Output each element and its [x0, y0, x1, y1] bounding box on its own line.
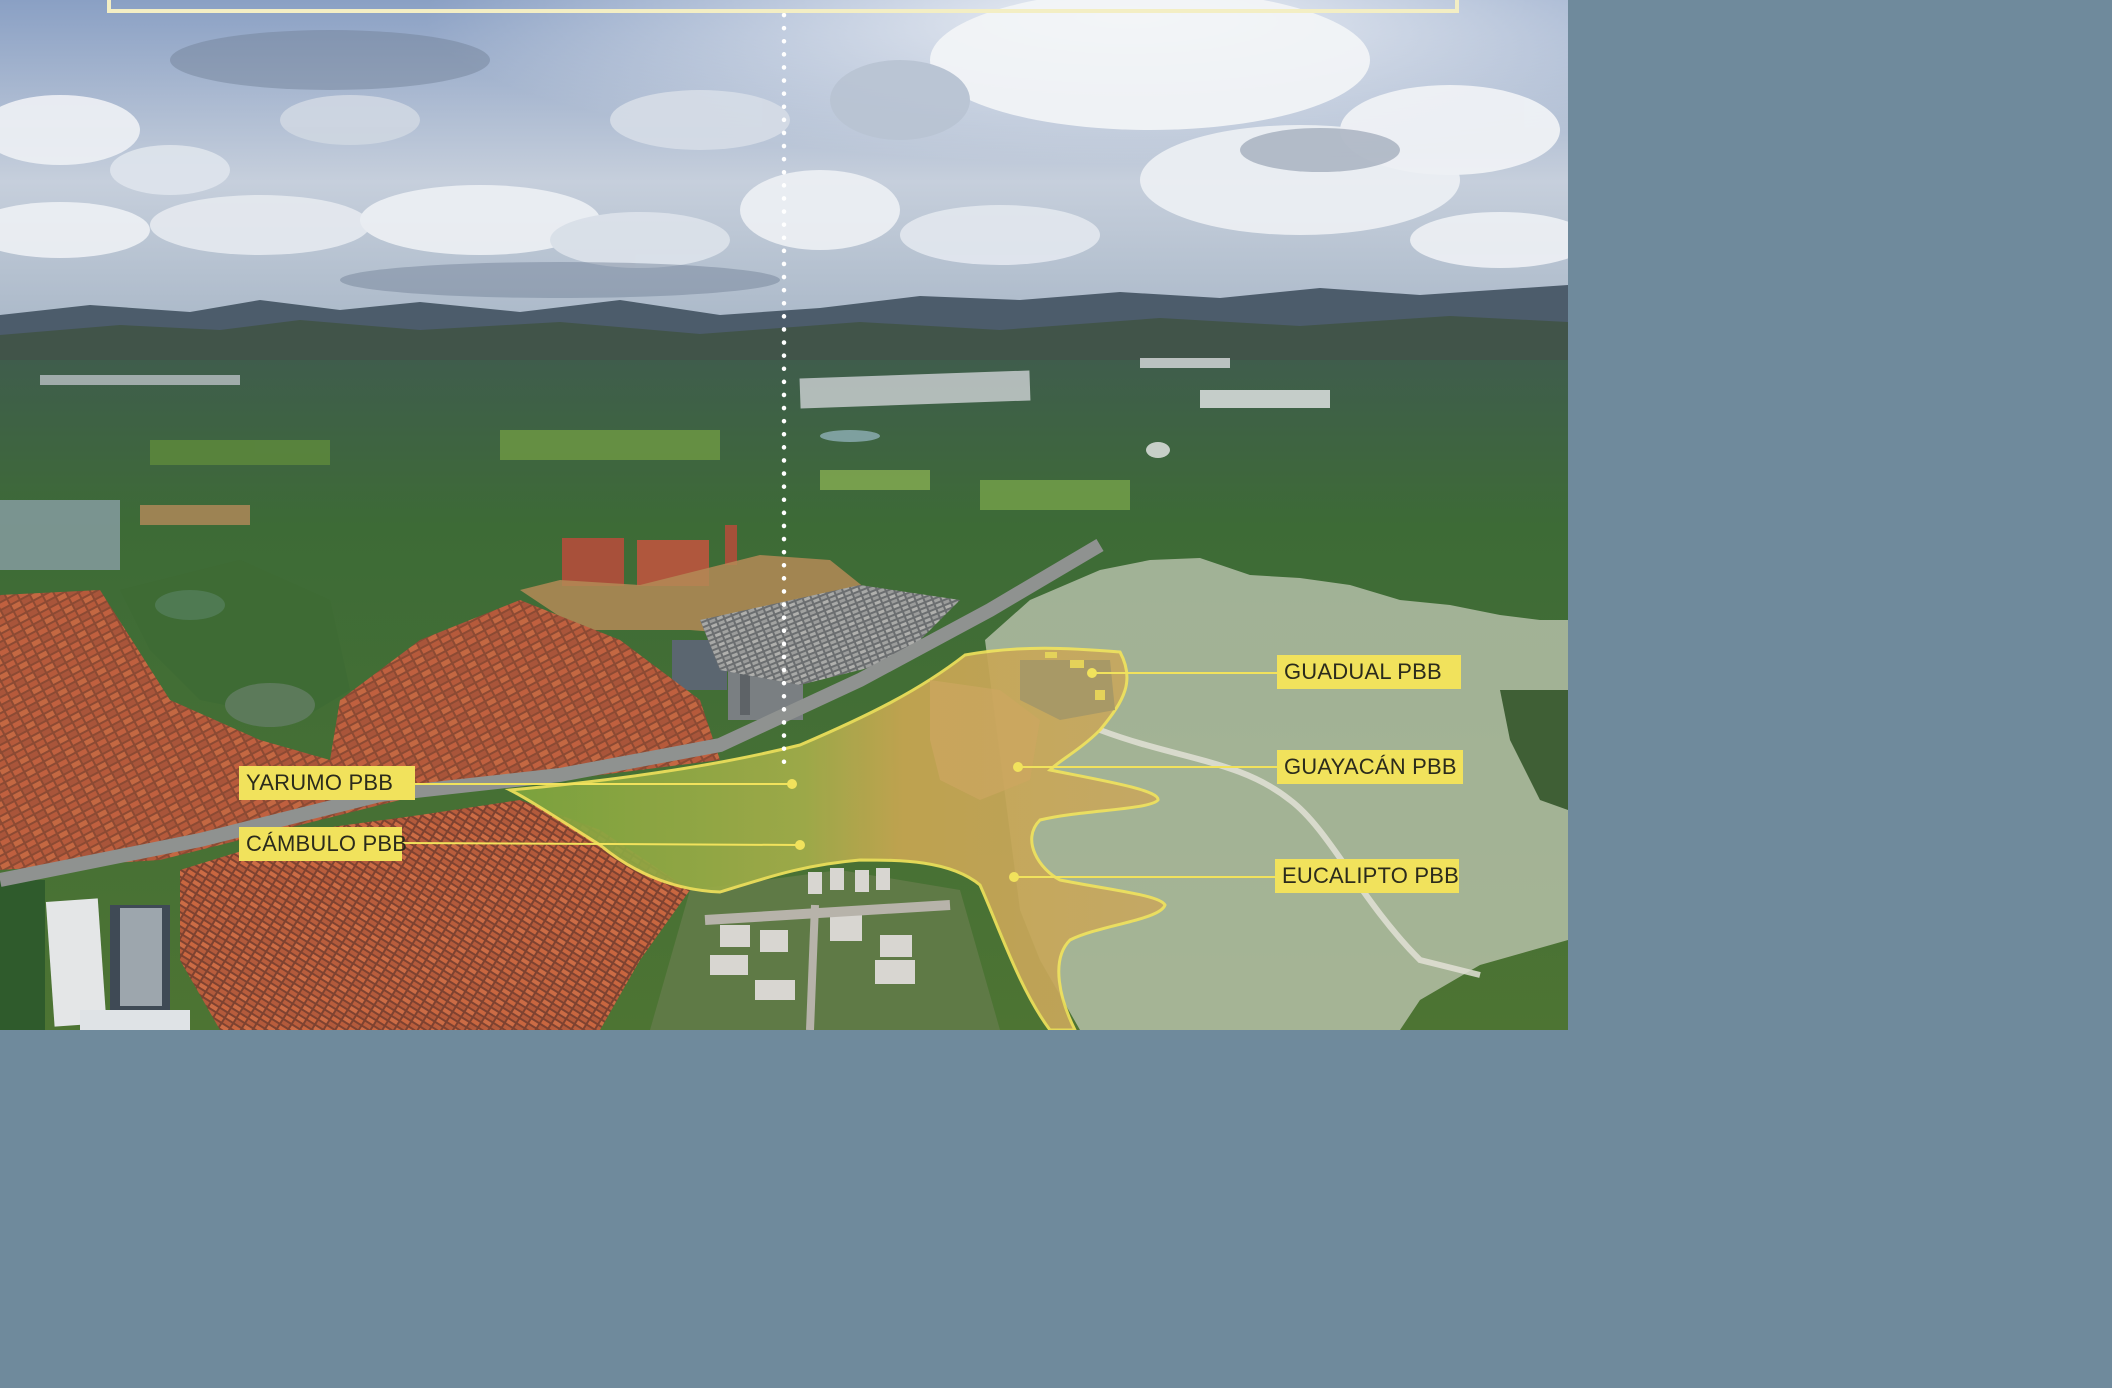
label-guadual: GUADUAL PBB [1277, 655, 1461, 689]
neighborhood-left [0, 590, 720, 870]
aerial-landscape [0, 0, 1568, 1030]
main-road [0, 538, 1104, 887]
top-frame [107, 0, 1459, 13]
label-guayacan: GUAYACÁN PBB [1277, 750, 1463, 784]
label-yarumo: YARUMO PBB [239, 766, 415, 800]
label-cambulo: CÁMBULO PBB [239, 827, 407, 861]
leader-lines [401, 668, 1277, 882]
clouds [0, 0, 1568, 268]
label-eucalipto: EUCALIPTO PBB [1275, 859, 1459, 893]
